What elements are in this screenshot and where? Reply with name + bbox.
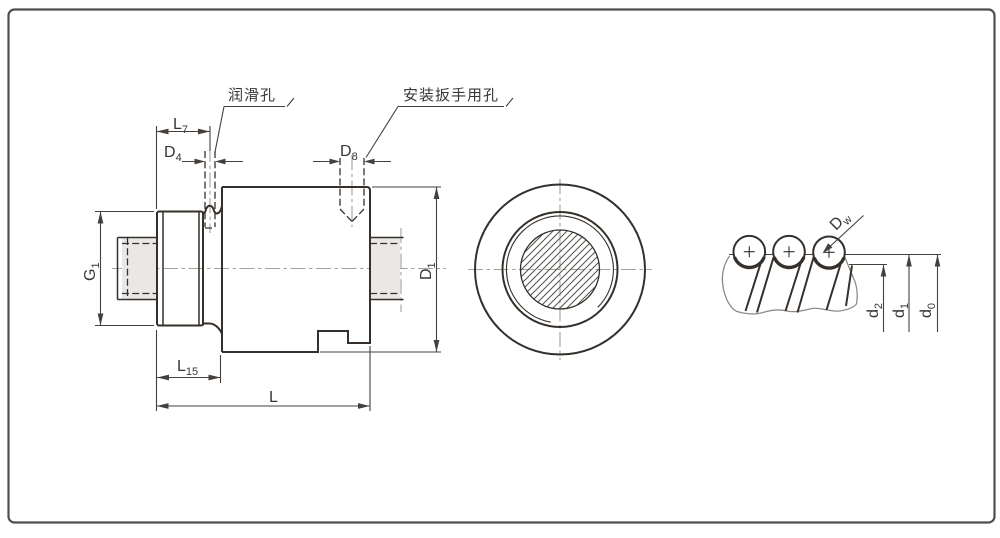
arrow <box>906 254 912 267</box>
lube-hole-hidden <box>204 151 216 229</box>
dim-label-D8: D8 <box>340 143 358 163</box>
dim-label-d0: d0 <box>918 303 938 318</box>
dim-D1 <box>320 186 441 353</box>
right-shaft-hidden-lines <box>370 242 400 295</box>
groove-shadow-3 <box>812 256 846 270</box>
thread-arc <box>505 215 614 323</box>
lube-hole-callout-label: 润滑孔 <box>228 87 276 104</box>
arrow <box>934 254 941 267</box>
arrow <box>97 313 104 326</box>
left-shaft-section <box>122 238 157 299</box>
groove-shadow-2 <box>772 256 806 270</box>
neck-bottom-fillet <box>202 322 223 335</box>
labels: 润滑孔 安装扳手用孔 L7 D4 D8 G1 D1 L15 L Dw d2 d1… <box>82 87 938 406</box>
shaft-stubs <box>122 238 400 299</box>
arrow <box>156 128 169 135</box>
arrow <box>822 243 833 254</box>
neck-top-lube-boss <box>202 204 223 215</box>
wrench-hole-leader <box>365 97 514 158</box>
wrench-hole-callout-label: 安装扳手用孔 <box>403 87 499 104</box>
dim-label-L15: L15 <box>177 358 198 378</box>
arrow <box>97 211 104 224</box>
ball-center-marks <box>743 246 835 258</box>
arrow <box>208 374 221 381</box>
dim-label-d2: d2 <box>865 303 885 318</box>
body-outer-circle <box>474 183 646 356</box>
right-shaft-section <box>370 238 400 299</box>
left-shaft-hidden-lines <box>122 238 157 299</box>
left-shaft-outline <box>116 236 157 301</box>
thread-groove-lines <box>744 257 853 313</box>
shaft-break-outline <box>721 255 858 315</box>
dimension-arrows <box>95 97 941 411</box>
front-view <box>474 183 646 356</box>
arrow <box>329 158 340 165</box>
arrow <box>157 374 169 381</box>
side-view <box>116 151 404 353</box>
groove-shadow-1 <box>732 256 766 270</box>
dim-label-d1: d1 <box>891 303 911 318</box>
spigot-circle <box>501 211 619 328</box>
ball-detail-view <box>721 234 941 315</box>
screw-shaft-hatched-section <box>519 229 601 310</box>
arrow <box>364 158 375 165</box>
right-shaft-outline <box>370 236 404 301</box>
dimension-lines <box>95 97 941 411</box>
dim-label-D1: D1 <box>418 262 438 280</box>
dim-label-L7: L7 <box>173 116 188 136</box>
arrow <box>433 340 440 352</box>
dim-label-G1: G1 <box>82 262 102 281</box>
arrow <box>358 403 370 409</box>
thread-chamfer-lines <box>162 212 200 325</box>
lube-hole-leader <box>214 97 295 153</box>
arrow <box>198 128 210 135</box>
dim-label-L: L <box>269 389 278 406</box>
dim-label-D4: D4 <box>164 144 182 164</box>
dim-L <box>155 330 371 411</box>
arrow <box>194 158 205 165</box>
arrow <box>215 158 226 165</box>
arrow <box>156 403 169 409</box>
wrench-hole-hidden <box>339 158 365 222</box>
drawing-border <box>7 8 996 524</box>
threaded-spigot <box>156 210 204 327</box>
arrow <box>433 187 440 199</box>
dim-L7 <box>155 126 211 209</box>
dim-label-Dw: Dw <box>827 208 855 236</box>
dim-G1 <box>95 210 154 327</box>
body-outline <box>222 186 371 353</box>
arrow <box>880 264 887 277</box>
